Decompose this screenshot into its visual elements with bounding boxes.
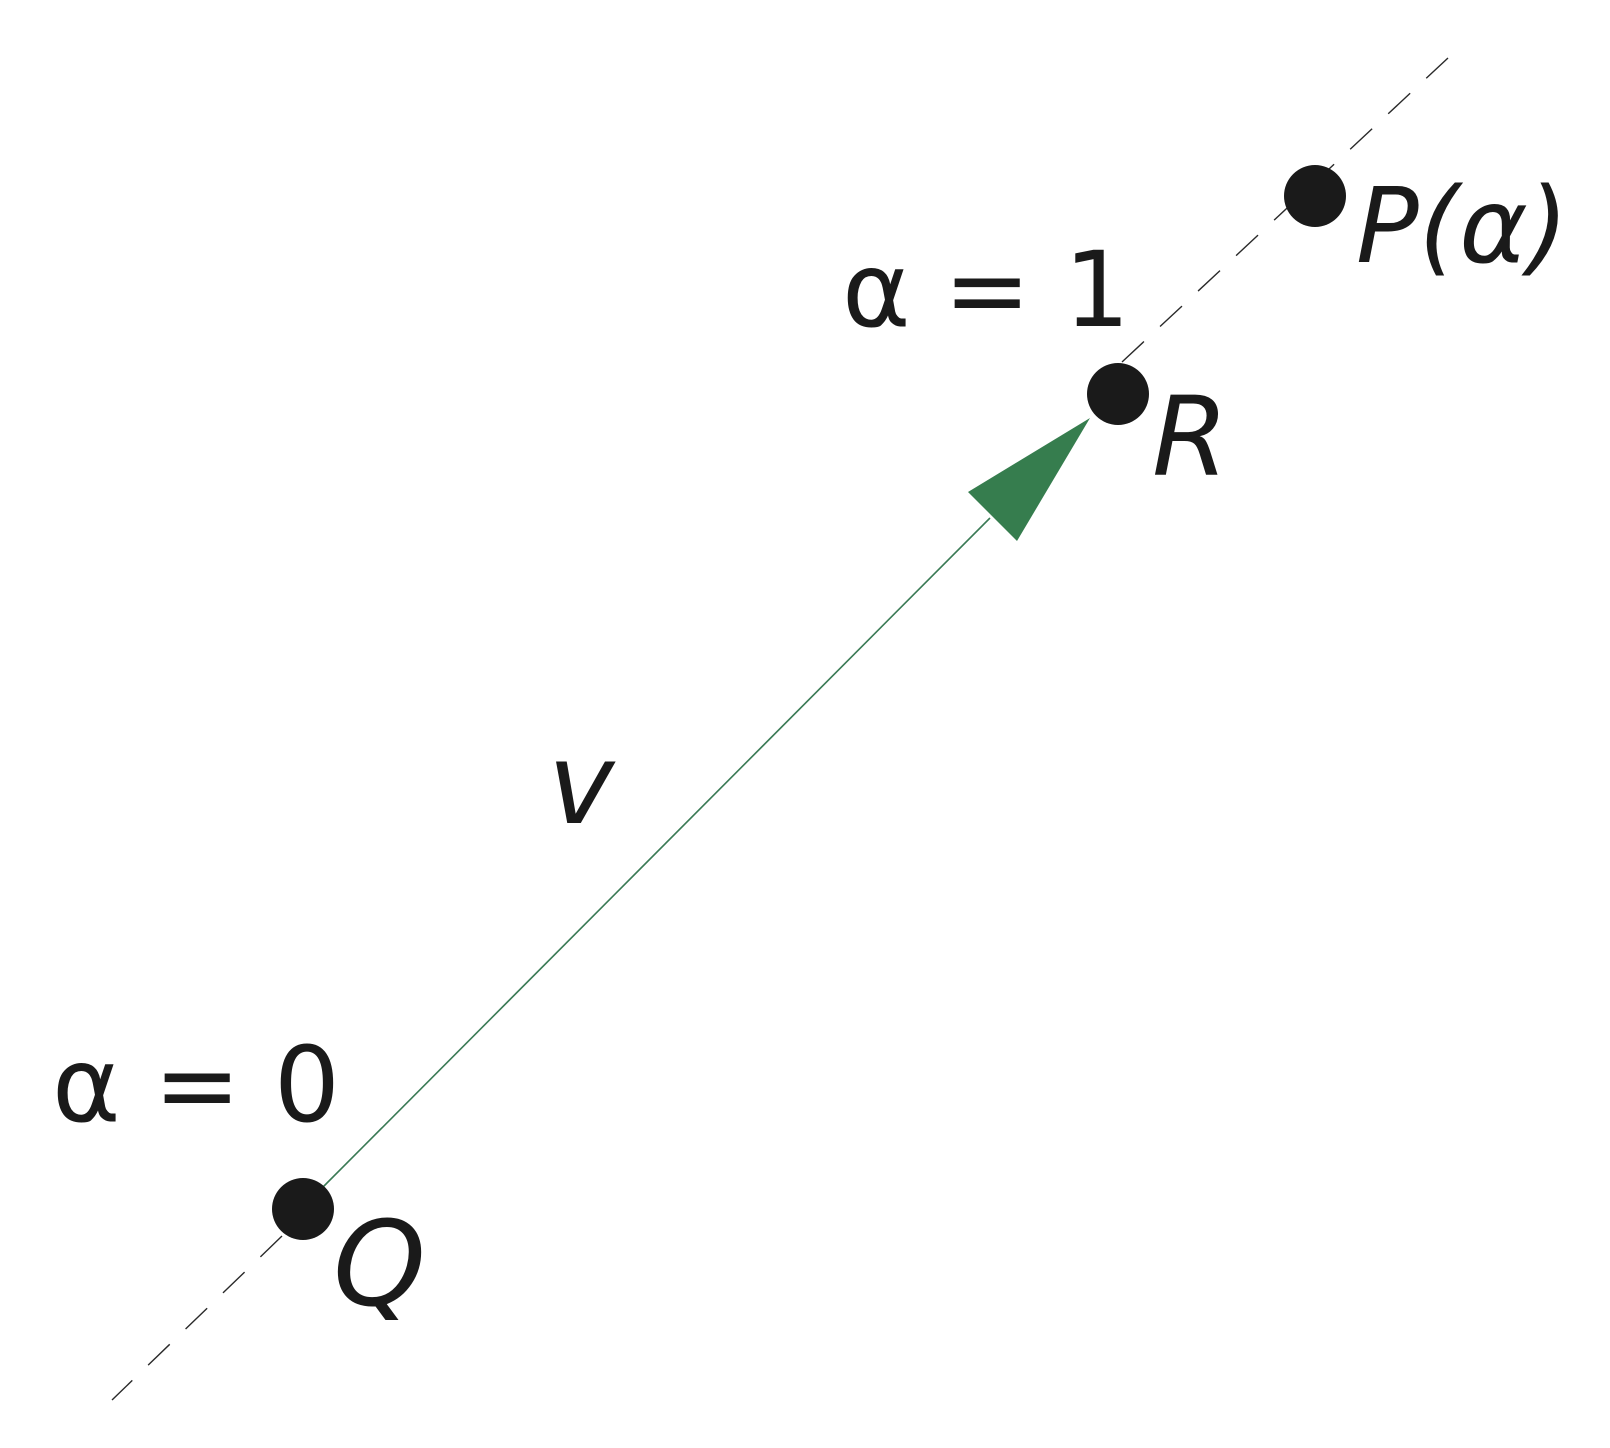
point-r-label: R xyxy=(1152,373,1228,501)
alpha-equals-zero-label: α = 0 xyxy=(52,1024,340,1146)
point-p-label: P(α) xyxy=(1356,165,1568,287)
point-p xyxy=(1284,165,1346,227)
line-extension-upper xyxy=(1121,57,1449,363)
point-r xyxy=(1087,363,1149,425)
vector-v-arrowhead xyxy=(968,418,1090,541)
point-q-label: Q xyxy=(333,1195,426,1333)
point-q xyxy=(272,1178,334,1240)
alpha-equals-one-label: α = 1 xyxy=(842,229,1130,351)
vector-v-shaft xyxy=(321,517,991,1189)
line-extension-lower xyxy=(111,1235,283,1401)
vector-v-label: v xyxy=(548,720,616,850)
